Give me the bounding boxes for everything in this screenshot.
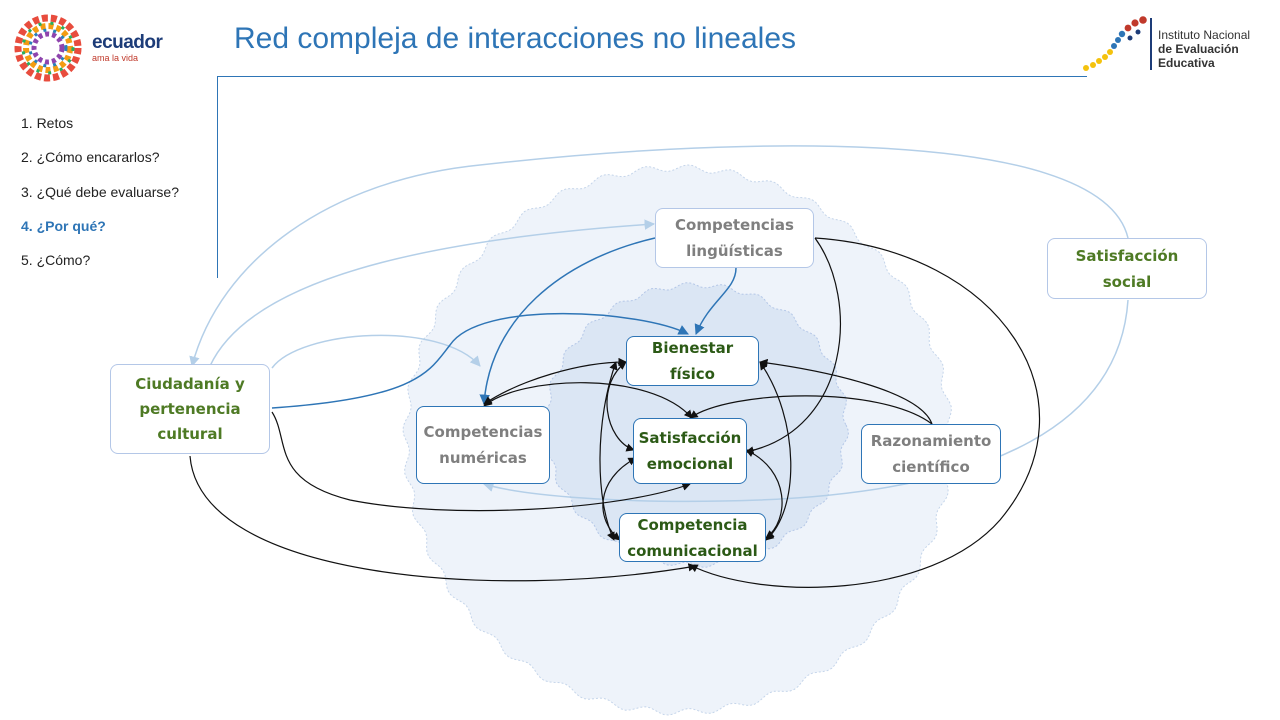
arrow-razonamiento-to-bienestar <box>759 358 933 425</box>
ineval-line-2: de Evaluación <box>1158 42 1239 56</box>
nav-divider <box>217 76 218 278</box>
arrow-ciudadania-to-emocional <box>271 411 691 512</box>
arrow-ciudadania-to-bienestar <box>271 312 689 409</box>
ineval-logo-icon <box>1083 16 1152 71</box>
ineval-logo-text: Instituto Nacional de Evaluación Educati… <box>1158 28 1250 70</box>
arrow-emocional-comunicacional-left <box>602 457 637 541</box>
ecuador-logo-tagline: ama la vida <box>92 53 139 63</box>
arrow-ciudadania-to-comunicacional <box>189 455 697 582</box>
arrow-razonamiento-to-emocional <box>689 395 933 425</box>
ecuador-logo-word: ecuador <box>92 32 163 53</box>
arrow-ciudadania-to-numericas <box>271 334 481 369</box>
nav-item-que-evaluarse[interactable]: 3. ¿Qué debe evaluarse? <box>21 184 179 200</box>
nav-item-como-encararlos[interactable]: 2. ¿Cómo encararlos? <box>21 149 160 165</box>
arrow-bienestar-comunicacional <box>599 361 618 541</box>
ineval-line-1: Instituto Nacional <box>1158 28 1251 42</box>
arrow-linguisticas-to-comunicacional <box>689 237 1041 588</box>
nav-item-retos[interactable]: 1. Retos <box>21 115 74 131</box>
arrow-ciudadania-to-linguisticas <box>209 219 656 367</box>
ecuador-logo <box>12 10 170 86</box>
arrow-numericas-emocional <box>483 382 693 419</box>
nav-item-como[interactable]: 5. ¿Cómo? <box>21 252 91 268</box>
page-title: Red compleja de interacciones no lineale… <box>234 22 797 55</box>
arrow-linguisticas-to-emocional <box>745 237 841 455</box>
title-underline <box>217 76 1087 77</box>
arrow-linguisticas-to-bienestar <box>694 267 737 335</box>
nav-item-por-que[interactable]: 4. ¿Por qué? <box>21 218 106 234</box>
arrow-satisfaccion-social-to-numericas <box>482 299 1129 503</box>
arrow-bienestar-comunicacional-right <box>759 361 792 541</box>
arrow-satisfaccion-social-to-ciudadania <box>189 145 1129 368</box>
ecuador-sun-icon <box>14 14 82 82</box>
ineval-line-3: Educativa <box>1158 56 1215 70</box>
